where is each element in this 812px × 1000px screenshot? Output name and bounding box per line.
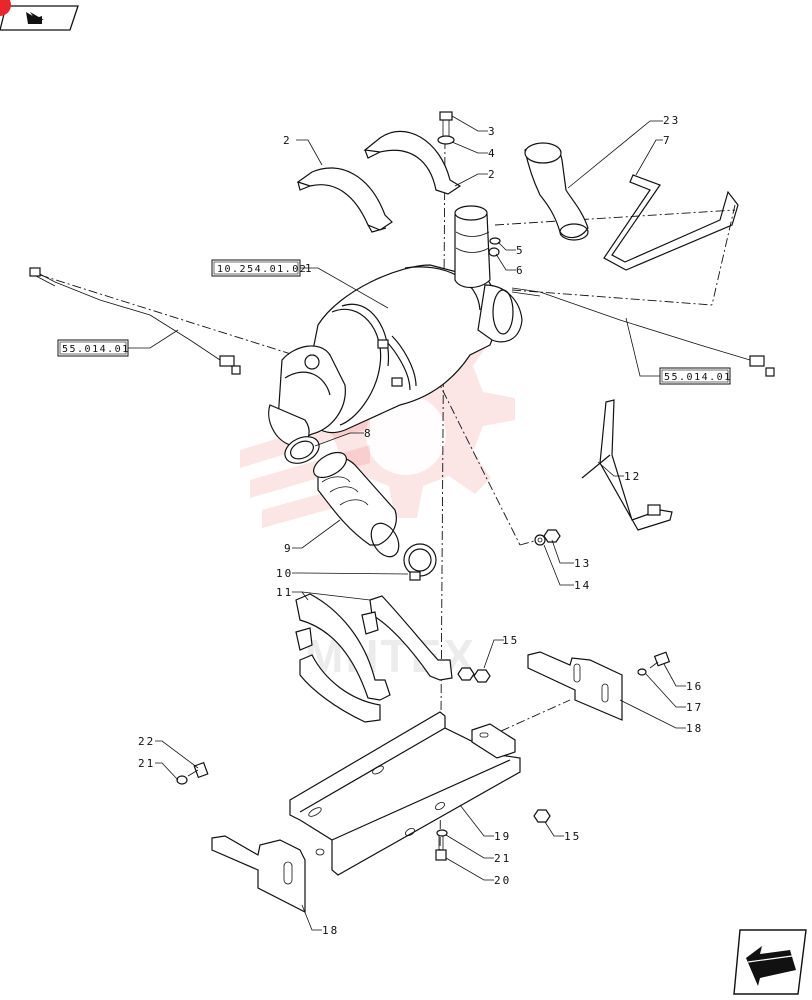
back-arrow-icon[interactable]	[733, 929, 807, 995]
part-8-clamp	[284, 436, 320, 464]
part-11-strap-left	[295, 593, 391, 723]
part-2-strap-left	[296, 167, 393, 233]
ref-harness-left-text: 55.014.01	[62, 344, 130, 355]
callout-12: 12	[624, 470, 641, 483]
callout-15-lower: 15	[564, 830, 581, 843]
part-23-hose	[524, 142, 589, 241]
part-9-flex-pipe	[313, 451, 400, 558]
callout-2-left: 2	[283, 134, 292, 147]
callout-16: 16	[686, 680, 703, 693]
ref-engine-text: 10.254.01.02	[217, 264, 307, 275]
callout-23: 23	[663, 114, 680, 127]
callout-15-upper: 15	[502, 634, 519, 647]
part-14-washer	[534, 534, 546, 546]
leader-lines	[128, 115, 686, 931]
part-15-nut-lower	[533, 809, 551, 823]
part-12-pipe	[581, 399, 673, 531]
callout-7: 7	[663, 134, 672, 147]
callout-13: 13	[574, 557, 591, 570]
callout-18-right: 18	[686, 722, 703, 735]
part-20-bolt	[435, 835, 447, 861]
part-15-nut-upper	[457, 667, 491, 683]
ref-box-engine[interactable]: 10.254.01.02	[211, 259, 307, 277]
part-21-washer-lower	[436, 829, 448, 837]
callout-21-left: 21	[138, 757, 155, 770]
harness-right-axis	[494, 209, 736, 226]
callout-2-right: 2	[488, 168, 497, 181]
part-2-strap-right	[363, 130, 462, 195]
part-17-washer	[637, 668, 647, 676]
ref-harness-right-text: 55.014.01	[664, 372, 732, 383]
part-21-washer-left	[176, 775, 188, 785]
callout-8: 8	[364, 427, 373, 440]
callout-4: 4	[488, 147, 497, 160]
part-22-bolt	[187, 761, 209, 779]
callout-3: 3	[488, 125, 497, 138]
callout-10: 10	[276, 567, 293, 580]
part-7-pipe	[603, 174, 739, 271]
callout-5: 5	[516, 244, 525, 257]
callout-22: 22	[138, 735, 155, 748]
callout-6: 6	[516, 264, 525, 277]
callout-11: 11	[276, 586, 293, 599]
callout-9: 9	[284, 542, 293, 555]
callout-20: 20	[494, 874, 511, 887]
sensor-left	[29, 267, 241, 375]
callout-21-lower: 21	[494, 852, 511, 865]
sensor-right	[511, 287, 775, 377]
part-3-bolt	[439, 111, 453, 138]
callout-19: 19	[494, 830, 511, 843]
part-18-plate-right	[527, 651, 623, 721]
part-19-base-frame	[289, 711, 521, 876]
harness-left-axis	[39, 274, 311, 361]
part-5-6-fittings	[488, 237, 501, 257]
callout-1: 1	[305, 262, 314, 275]
part-16-bolt	[649, 651, 671, 669]
part-4-washer	[437, 135, 455, 145]
pipe-7-axis	[711, 204, 736, 306]
sensor-right-axis	[511, 289, 713, 306]
part-1-dpf-canister	[268, 205, 523, 449]
part-18-plate-left	[211, 835, 325, 913]
callout-14: 14	[574, 579, 591, 592]
callout-labels: 2 3 4 2 23 7 1 5 6 8 12 9 13 14 10 11 15…	[138, 114, 703, 937]
part-13-nut	[543, 529, 561, 543]
ref-box-harness-right[interactable]: 55.014.01	[659, 367, 732, 385]
part-10-clamp	[403, 543, 437, 581]
ref-box-harness-left[interactable]: 55.014.01	[57, 339, 130, 357]
part-11-strap-right	[361, 595, 453, 681]
callout-17: 17	[686, 701, 703, 714]
callout-18-left: 18	[322, 924, 339, 937]
folder-arrow-icon[interactable]	[0, 0, 79, 31]
